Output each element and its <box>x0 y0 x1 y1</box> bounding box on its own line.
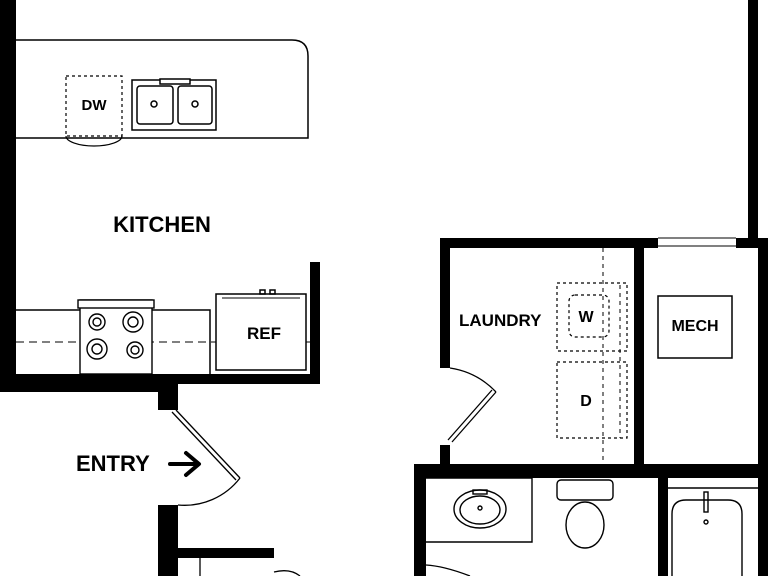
wall <box>440 238 450 368</box>
dryer <box>556 361 628 439</box>
kitchen-sink <box>131 78 217 131</box>
wall <box>178 548 274 558</box>
wall <box>414 464 426 576</box>
refrigerator-label: REF <box>247 324 281 343</box>
wall <box>310 262 320 384</box>
wall <box>736 238 768 248</box>
laundry-label: LAUNDRY <box>459 311 542 330</box>
entry-door <box>171 409 241 506</box>
wall <box>0 374 178 392</box>
dryer-label: D <box>580 393 592 410</box>
wall <box>158 374 178 410</box>
dishwasher-label: DW <box>82 97 108 114</box>
bathtub <box>668 487 758 576</box>
wall <box>758 238 768 576</box>
wall <box>414 464 768 478</box>
wall <box>748 0 758 248</box>
mech-label: MECH <box>671 318 718 335</box>
toilet <box>556 479 614 549</box>
burner <box>88 313 106 331</box>
arrow-right-icon <box>168 451 201 477</box>
wall <box>634 238 644 470</box>
laundry-door <box>447 367 497 443</box>
wall <box>440 238 658 248</box>
stove <box>77 299 155 375</box>
mech-unit <box>657 295 733 359</box>
refrigerator: REF <box>215 289 307 371</box>
burner <box>122 311 144 333</box>
burner <box>126 341 144 359</box>
wall <box>0 0 16 392</box>
wall <box>178 374 320 384</box>
kitchen-counter-upper <box>16 39 309 139</box>
wall <box>440 445 450 470</box>
wall <box>658 464 668 576</box>
dishwasher: DW <box>65 75 123 147</box>
laundry-shelf <box>602 248 621 464</box>
bath-door-swing <box>425 564 471 576</box>
wall <box>158 505 178 576</box>
washer-label: W <box>578 309 594 326</box>
burner <box>86 338 108 360</box>
bathroom-vanity <box>426 477 533 543</box>
washer <box>556 282 628 352</box>
kitchen-label: KITCHEN <box>113 212 211 237</box>
mech-window <box>658 237 736 247</box>
entry-label: ENTRY <box>76 451 150 476</box>
entry-closet <box>199 558 301 576</box>
